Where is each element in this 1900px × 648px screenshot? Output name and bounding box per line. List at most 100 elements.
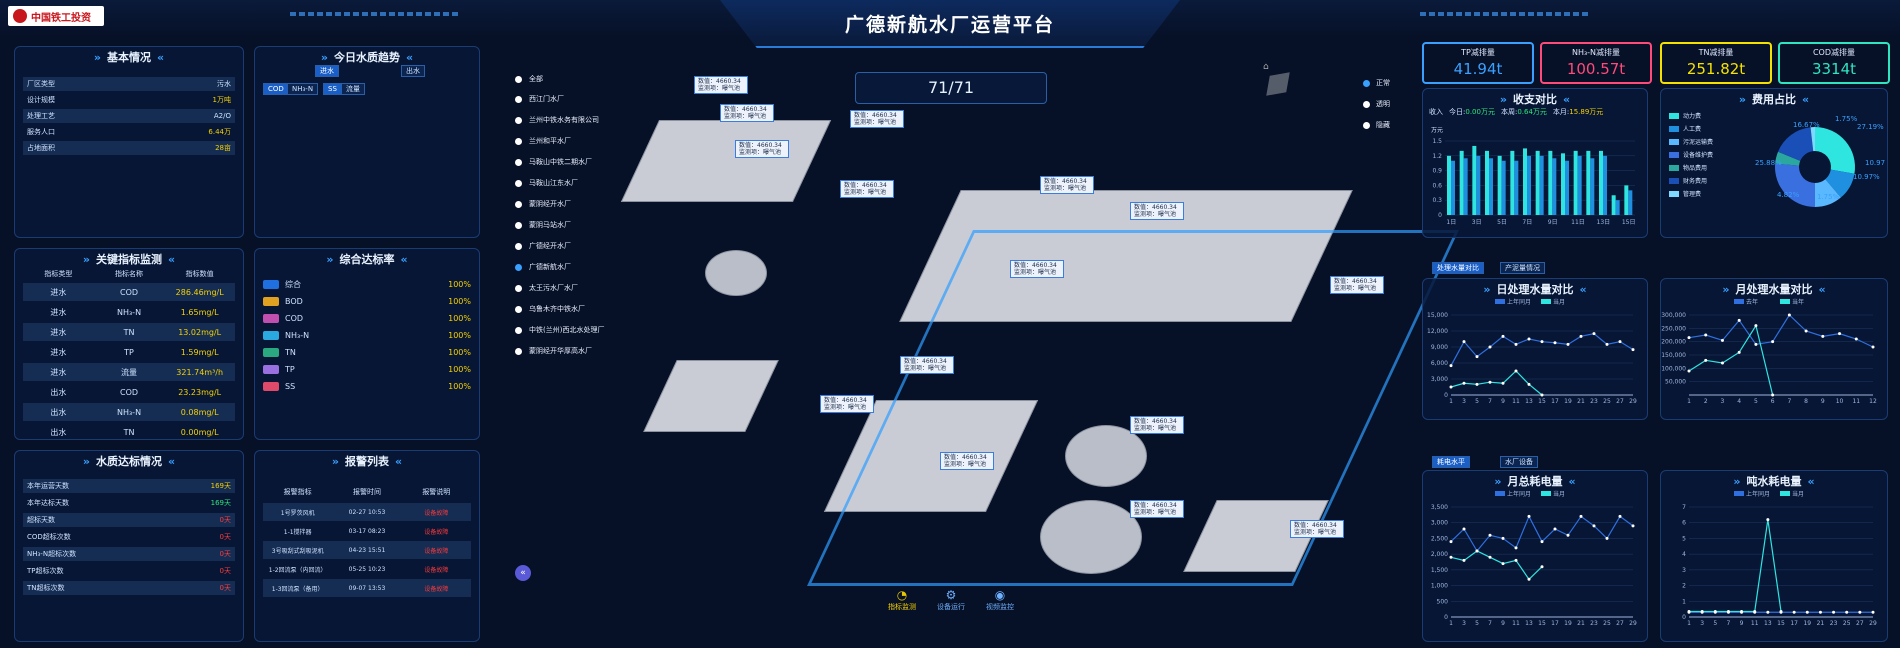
line-ytick: 3,500	[1431, 504, 1448, 511]
nh3n-button[interactable]: NH₃-N	[287, 83, 319, 95]
flow-button[interactable]: 流量	[341, 83, 365, 95]
bar-xtick: 5日	[1497, 219, 1507, 226]
line-xtick: 19	[1803, 620, 1811, 627]
line-xtick: 11	[1512, 398, 1520, 405]
plant-list-item-selected[interactable]: 广德新航水厂	[515, 262, 571, 272]
income-bar	[1476, 155, 1481, 215]
pie-slice	[1810, 127, 1815, 152]
cost-title: 费用占比	[1661, 91, 1887, 107]
plant-list-item[interactable]: 全部	[515, 74, 543, 84]
view-cube-icon[interactable]	[1266, 72, 1290, 96]
ss-button[interactable]: SS	[323, 83, 342, 95]
data-point	[1687, 610, 1691, 613]
data-point	[1871, 345, 1875, 349]
plant-list-item[interactable]: 蒙阴马站水厂	[515, 220, 571, 230]
line-xtick: 27	[1616, 620, 1624, 627]
plant-list-item[interactable]: 马鞍山江东水厂	[515, 178, 578, 188]
plant-list-item[interactable]: 马鞍山中铁二期水厂	[515, 157, 592, 167]
bar-xtick: 3日	[1472, 219, 1482, 226]
plant-list-item[interactable]: 兰州和平水厂	[515, 136, 571, 146]
plant-list-item[interactable]: 兰州中铁水务有限公司	[515, 115, 599, 125]
line-xtick: 23	[1590, 398, 1598, 405]
plant-list-item[interactable]: 太王污水厂水厂	[515, 283, 578, 293]
plant-list-item[interactable]: 蒙阴经开水厂	[515, 199, 571, 209]
data-point	[1740, 610, 1744, 613]
nav-monitoring[interactable]: ◔指标监测	[888, 588, 916, 611]
compliance-title: 综合达标率	[255, 251, 479, 267]
equipment-icon: ⚙	[945, 588, 957, 602]
line-ytick: 3	[1682, 567, 1686, 574]
outflow-button[interactable]: 出水	[401, 65, 425, 77]
line-xtick: 15	[1777, 620, 1785, 627]
legend-label: 人工费	[1683, 126, 1702, 133]
data-point	[1618, 340, 1622, 344]
plant-list-item[interactable]: 乌鲁木齐中铁水厂	[515, 304, 585, 314]
alarm-title: 报警列表	[255, 453, 479, 469]
plant-list-item[interactable]: 中铁(兰州)西北水处理厂	[515, 325, 604, 335]
tab-equipment[interactable]: 水厂设备	[1500, 456, 1538, 468]
nav-video[interactable]: ◉视频监控	[986, 588, 1014, 611]
plant-list-item[interactable]: 西江门水厂	[515, 94, 564, 104]
plant-list-item[interactable]: 广德经开水厂	[515, 241, 571, 251]
data-point	[1700, 610, 1704, 613]
data-point	[1514, 369, 1518, 373]
nav-equipment[interactable]: ⚙设备运行	[937, 588, 965, 611]
plant-list-item[interactable]: 蒙阴经开华厚高水厂	[515, 346, 592, 356]
line-xtick: 25	[1843, 620, 1851, 627]
data-point	[1553, 527, 1557, 531]
tab-power[interactable]: 耗电水平	[1432, 456, 1470, 468]
data-point	[1754, 324, 1758, 328]
legend-swatch	[1669, 151, 1679, 158]
cod-button[interactable]: COD	[263, 83, 289, 95]
camera-icon: ◉	[994, 588, 1006, 602]
line-xtick: 29	[1869, 620, 1877, 627]
legend-label: 去年	[1746, 298, 1758, 306]
radio-transparent[interactable]: 透明	[1363, 99, 1390, 109]
radio-hide[interactable]: 隐藏	[1363, 120, 1390, 130]
legend-label: 设备维护费	[1683, 152, 1714, 159]
line-xtick: 23	[1590, 620, 1598, 627]
line-xtick: 1	[1449, 620, 1453, 627]
tab-water-volume[interactable]: 处理水量对比	[1432, 262, 1484, 274]
radio-normal[interactable]: 正常	[1363, 78, 1390, 88]
home-icon[interactable]: ⌂	[1263, 62, 1269, 72]
income-bar	[1447, 155, 1451, 215]
inflow-button[interactable]: 进水	[315, 65, 339, 77]
income-bar	[1463, 158, 1468, 215]
data-point	[1514, 342, 1518, 346]
data-point	[1501, 334, 1505, 338]
series-line	[1450, 550, 1543, 581]
data-point	[1566, 342, 1570, 346]
compliance-swatch	[263, 296, 279, 306]
data-point	[1449, 555, 1453, 559]
line-xtick: 5	[1754, 398, 1758, 405]
income-bar	[1552, 158, 1557, 215]
tab-sludge[interactable]: 产泥量情况	[1500, 262, 1545, 274]
legend-label: 动力费	[1683, 113, 1702, 120]
income-unit: 万元	[1431, 127, 1444, 134]
collapse-left-button[interactable]: «	[515, 565, 531, 581]
line-xtick: 6	[1771, 398, 1775, 405]
